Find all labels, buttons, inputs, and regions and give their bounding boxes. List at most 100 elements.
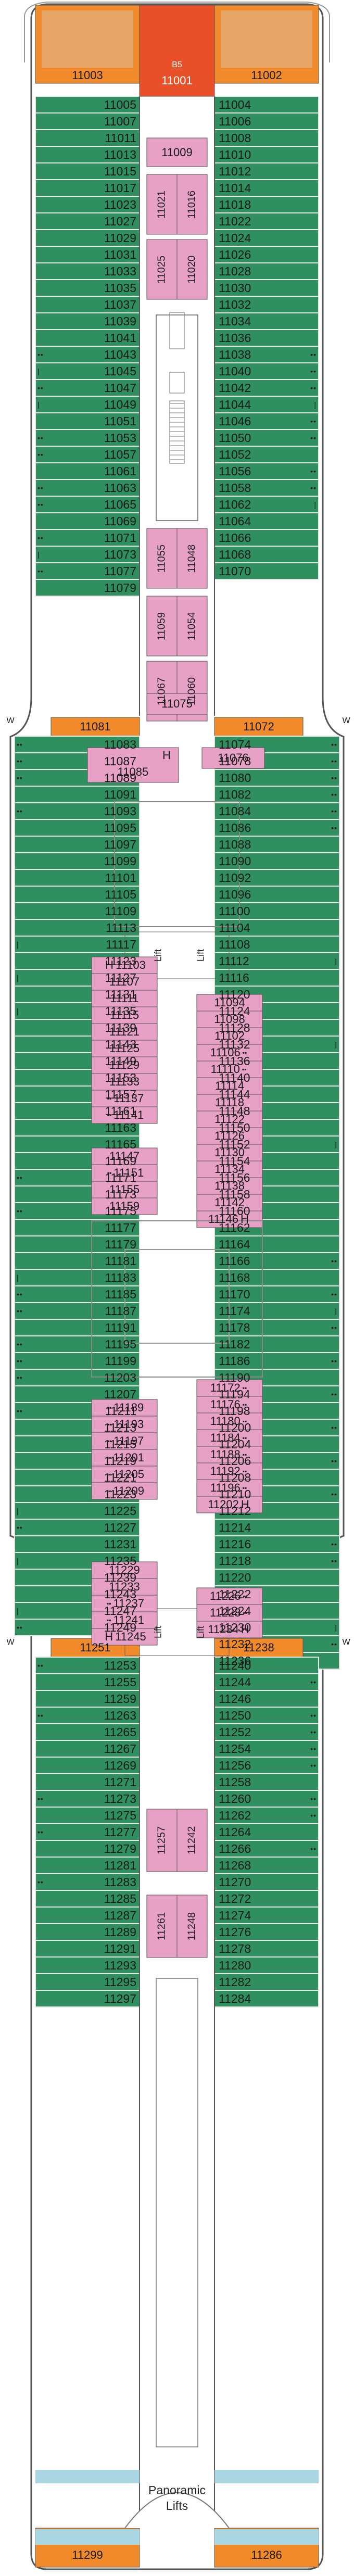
cabin-11192[interactable]: 11192▪▪: [197, 1463, 262, 1480]
cabin-11029[interactable]: 11029: [35, 230, 140, 246]
cabin-11031[interactable]: 11031: [35, 246, 140, 263]
cabin-11277[interactable]: ••11277: [35, 1824, 140, 1840]
cabin-11055[interactable]: 11055: [156, 544, 168, 573]
cabin-11137[interactable]: ▪▪11137: [92, 1090, 157, 1107]
cabin-11079[interactable]: 11079: [35, 579, 140, 596]
cabin-11159[interactable]: 11159: [109, 1199, 140, 1213]
cabin-11232[interactable]: ••11232: [214, 1636, 339, 1652]
cabin-11150[interactable]: 11150: [214, 1119, 339, 1136]
cabin-11107[interactable]: 11107: [109, 975, 140, 988]
cabin-11085[interactable]: 11085: [117, 765, 149, 778]
cabin-11172[interactable]: 11172▪▪: [197, 1380, 262, 1396]
cabin-11193[interactable]: ▪▪11193: [92, 1416, 157, 1433]
cabin-11177[interactable]: 11177: [15, 1219, 140, 1236]
cabin-11100[interactable]: 11100: [214, 903, 339, 919]
cabin-11149[interactable]: 11149: [15, 1053, 140, 1069]
cabin-11256[interactable]: ••11256: [214, 1757, 319, 1774]
cabin-11223[interactable]: 11223: [15, 1486, 140, 1502]
cabin-11104[interactable]: 11104: [214, 919, 339, 936]
cabin-11209[interactable]: ▪▪11209: [92, 1483, 157, 1499]
cabin-11102[interactable]: 11102: [214, 1029, 245, 1042]
cabin-11016[interactable]: 11016: [186, 190, 198, 219]
cabin-11153[interactable]: 11153: [15, 1069, 140, 1086]
cabin-11175[interactable]: ••11175: [15, 1203, 140, 1219]
cabin-11142[interactable]: 11142: [214, 1196, 245, 1209]
cabin-11052[interactable]: 11052: [214, 446, 319, 463]
cabin-11264[interactable]: 11264: [214, 1824, 319, 1840]
cabin-11206[interactable]: ••11206: [214, 1453, 339, 1469]
cabin-11069[interactable]: 11069: [35, 513, 140, 529]
cabin-11269[interactable]: 11269: [35, 1757, 140, 1774]
cabin-11113[interactable]: 11113: [15, 919, 140, 936]
cabin-11241[interactable]: ▪▪11241: [92, 1612, 157, 1628]
cabin-11286[interactable]: 11286: [251, 2548, 282, 2561]
cabin-11278[interactable]: 11278: [214, 1940, 319, 1957]
cabin-11235[interactable]: |11235: [15, 1552, 140, 1569]
cabin-11262[interactable]: ••11262: [214, 1807, 319, 1824]
cabin-11008[interactable]: 11008: [214, 130, 319, 146]
cabin-11231[interactable]: 11231: [15, 1536, 140, 1552]
cabin-11129[interactable]: 11129: [109, 1058, 140, 1071]
cabin-11086[interactable]: ••11086: [214, 819, 339, 836]
cabin-11066[interactable]: 11066: [214, 529, 319, 546]
cabin-11022[interactable]: 11022: [214, 213, 319, 230]
cabin-11255[interactable]: 11255: [35, 1674, 140, 1690]
cabin-11158[interactable]: 11158: [214, 1186, 339, 1203]
cabin-11064[interactable]: 11064: [214, 513, 319, 529]
cabin-11218[interactable]: ••11218: [214, 1552, 339, 1569]
cabin-11021[interactable]: 11021: [156, 190, 168, 219]
cabin-11076[interactable]: 11076: [218, 751, 249, 764]
cabin-11258[interactable]: 11258: [214, 1774, 319, 1790]
cabin-11050[interactable]: ••11050: [214, 430, 319, 446]
cabin-11178[interactable]: ••11178: [214, 1319, 339, 1336]
cabin-11166[interactable]: ••11166: [214, 1253, 339, 1269]
cabin-11182[interactable]: 11182: [214, 1336, 339, 1353]
cabin-11247[interactable]: |11247: [15, 1602, 140, 1619]
cabin-11161[interactable]: 11161: [15, 1103, 140, 1119]
cabin-11132[interactable]: |11132: [214, 1036, 339, 1053]
cabin-11257[interactable]: 11257: [156, 1826, 168, 1855]
cabin-11014[interactable]: 11014: [214, 180, 319, 196]
cabin-11088[interactable]: 11088: [214, 836, 339, 853]
cabin-11174[interactable]: |11174: [214, 1303, 339, 1319]
cabin-11275[interactable]: 11275: [35, 1807, 140, 1824]
cabin-11208[interactable]: 11208: [214, 1469, 339, 1486]
cabin-11042[interactable]: ••11042: [214, 380, 319, 396]
cabin-11047[interactable]: ••11047: [35, 380, 140, 396]
cabin-11236[interactable]: 11236: [214, 1652, 339, 1669]
cabin-11056[interactable]: ••11056: [214, 463, 319, 479]
cabin-11200[interactable]: ••11200: [214, 1419, 339, 1436]
cabin-11250[interactable]: ••11250: [214, 1707, 319, 1724]
cabin-11246[interactable]: 11246: [214, 1690, 319, 1707]
cabin-11130[interactable]: 11130: [214, 1146, 245, 1159]
cabin-11162[interactable]: 11162: [214, 1219, 339, 1236]
cabin-11013[interactable]: 11013: [35, 146, 140, 163]
cabin-11244[interactable]: ••11244: [214, 1674, 319, 1690]
cabin-11293[interactable]: 11293: [35, 1957, 140, 1974]
cabin-11065[interactable]: ••11065: [35, 496, 140, 513]
cabin-11057[interactable]: ••11057: [35, 446, 140, 463]
cabin-11170[interactable]: ••11170: [214, 1286, 339, 1303]
cabin-11128[interactable]: 11128: [214, 1019, 339, 1036]
cabin-11181[interactable]: 11181: [15, 1253, 140, 1269]
cabin-11115[interactable]: 11115: [109, 1008, 140, 1021]
cabin-11259[interactable]: 11259: [35, 1690, 140, 1707]
cabin-11199[interactable]: ••11199: [15, 1353, 140, 1369]
cabin-11212[interactable]: 11212: [214, 1502, 339, 1519]
cabin-11230[interactable]: |11230: [214, 1619, 339, 1636]
cabin-11189[interactable]: ▪▪11189: [92, 1399, 157, 1416]
cabin-11266[interactable]: ••11266: [214, 1840, 319, 1857]
cabin-11237[interactable]: ▪▪11237: [92, 1595, 157, 1612]
cabin-11091[interactable]: 11091: [15, 786, 140, 803]
cabin-11203[interactable]: ••11203: [15, 1369, 140, 1386]
cabin-11073[interactable]: |11073: [35, 546, 140, 563]
cabin-11033[interactable]: 11033: [35, 263, 140, 280]
cabin-11195[interactable]: ••11195: [15, 1336, 140, 1353]
cabin-11026[interactable]: 11026: [214, 246, 319, 263]
cabin-11260[interactable]: ••11260: [214, 1790, 319, 1807]
cabin-11210[interactable]: ••11210: [214, 1486, 339, 1502]
cabin-11041[interactable]: 11041: [35, 330, 140, 346]
cabin-11242[interactable]: 11242: [186, 1826, 198, 1855]
